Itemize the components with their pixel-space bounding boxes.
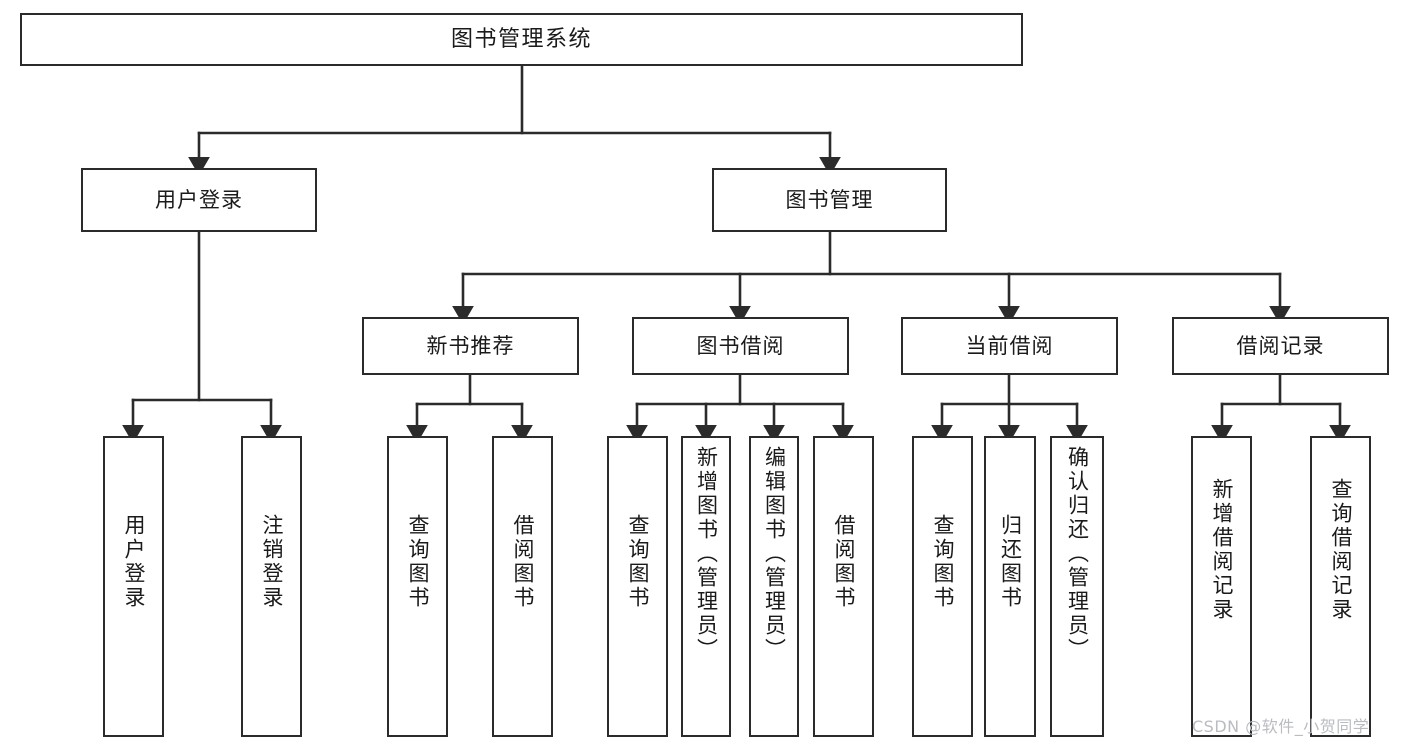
node-leaf-query-book-1[interactable]: 查询图书 xyxy=(387,436,448,737)
node-book-manage-label: 图书管理 xyxy=(785,187,874,212)
node-new-book-recommend[interactable]: 新书推荐 xyxy=(362,317,579,375)
node-borrow-record-label: 借阅记录 xyxy=(1236,333,1325,358)
node-leaf-add-book[interactable]: 新增图书（管理员） xyxy=(681,436,731,737)
node-leaf-confirm-return[interactable]: 确认归还（管理员） xyxy=(1050,436,1104,737)
node-root[interactable]: 图书管理系统 xyxy=(20,13,1023,66)
node-leaf-return-book-label: 归还图书 xyxy=(998,514,1023,610)
node-leaf-query-book-3[interactable]: 查询图书 xyxy=(912,436,973,737)
node-user-login[interactable]: 用户登录 xyxy=(81,168,317,232)
node-leaf-user-login-label: 用户登录 xyxy=(122,514,146,610)
node-book-borrow-label: 图书借阅 xyxy=(696,333,785,358)
node-leaf-user-login[interactable]: 用户登录 xyxy=(103,436,164,737)
node-leaf-query-book-3-label: 查询图书 xyxy=(931,514,955,610)
node-current-borrow-label: 当前借阅 xyxy=(965,333,1054,358)
node-leaf-borrow-book-2-label: 借阅图书 xyxy=(832,514,856,610)
node-leaf-edit-book[interactable]: 编辑图书（管理员） xyxy=(749,436,799,737)
node-leaf-add-book-label: 新增图书（管理员） xyxy=(694,446,719,662)
node-leaf-query-record-label: 查询借阅记录 xyxy=(1329,478,1353,622)
node-root-label: 图书管理系统 xyxy=(450,26,592,52)
node-leaf-borrow-book-2[interactable]: 借阅图书 xyxy=(813,436,874,737)
node-leaf-edit-book-label: 编辑图书（管理员） xyxy=(762,446,787,662)
node-user-login-label: 用户登录 xyxy=(155,187,243,212)
node-book-manage[interactable]: 图书管理 xyxy=(712,168,947,232)
node-leaf-query-book-1-label: 查询图书 xyxy=(406,514,430,610)
node-borrow-record[interactable]: 借阅记录 xyxy=(1172,317,1389,375)
node-leaf-return-book[interactable]: 归还图书 xyxy=(984,436,1036,737)
node-current-borrow[interactable]: 当前借阅 xyxy=(901,317,1118,375)
node-leaf-query-book-2[interactable]: 查询图书 xyxy=(607,436,668,737)
node-leaf-borrow-book-1[interactable]: 借阅图书 xyxy=(492,436,553,737)
node-leaf-add-record[interactable]: 新增借阅记录 xyxy=(1191,436,1252,737)
node-leaf-confirm-return-label: 确认归还（管理员） xyxy=(1065,446,1090,662)
node-leaf-borrow-book-1-label: 借阅图书 xyxy=(511,514,535,610)
node-leaf-user-logout[interactable]: 注销登录 xyxy=(241,436,302,737)
node-leaf-add-record-label: 新增借阅记录 xyxy=(1210,478,1234,622)
node-leaf-query-book-2-label: 查询图书 xyxy=(626,514,650,610)
node-leaf-query-record[interactable]: 查询借阅记录 xyxy=(1310,436,1371,737)
node-new-book-recommend-label: 新书推荐 xyxy=(426,333,515,358)
node-leaf-user-logout-label: 注销登录 xyxy=(260,514,284,610)
node-book-borrow[interactable]: 图书借阅 xyxy=(632,317,849,375)
